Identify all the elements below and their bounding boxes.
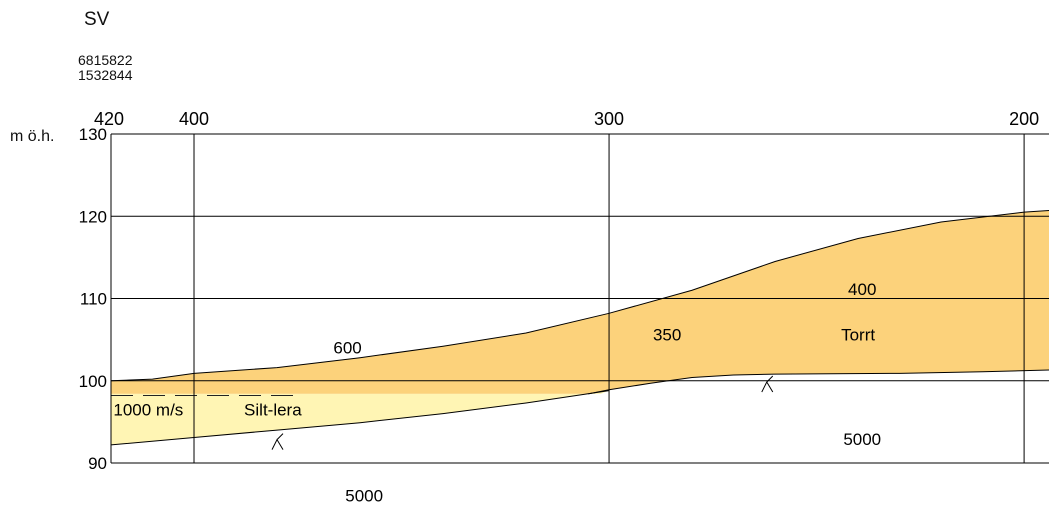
y-tick-label: 120 — [79, 207, 107, 226]
coordinate-north: 6815822 — [78, 52, 133, 68]
y-tick-label: 110 — [80, 290, 107, 309]
y-tick-label: 130 — [79, 125, 107, 144]
layer-label: Silt-lera — [244, 400, 302, 419]
layer-label: 1000 m/s — [113, 400, 183, 419]
layers-group — [110, 209, 1049, 446]
layer-label: 5000 — [843, 430, 881, 449]
layer-label: Torrt — [841, 325, 875, 344]
ticks-group: 420 400 300 200 130 120 110 100 90 — [79, 109, 1039, 473]
layer-label: 600 — [333, 339, 361, 358]
y-unit-label: m ö.h. — [10, 128, 55, 145]
x-tick-label: 400 — [179, 109, 209, 129]
surface-line — [110, 209, 1049, 382]
layer-label: 400 — [848, 280, 876, 299]
y-tick-label: 90 — [88, 454, 107, 473]
x-tick-label: 200 — [1009, 109, 1039, 129]
groundwater-mark-0 — [271, 433, 284, 450]
grid-group — [110, 133, 1049, 464]
marks-group — [271, 375, 774, 450]
layer-label: 5000 — [345, 487, 383, 506]
layer-fill-1 — [111, 390, 610, 445]
y-tick-label: 100 — [79, 372, 107, 391]
x-tick-label: 300 — [594, 109, 624, 129]
groundwater-mark-1 — [761, 375, 774, 393]
direction-label: SV — [84, 9, 110, 30]
layer-fill-0 — [111, 210, 1049, 394]
layer-boundary-line — [588, 369, 1049, 395]
layer-label: 350 — [653, 325, 681, 344]
coordinate-east: 1532844 — [78, 67, 133, 83]
x-tick-label: 420 — [94, 109, 124, 129]
